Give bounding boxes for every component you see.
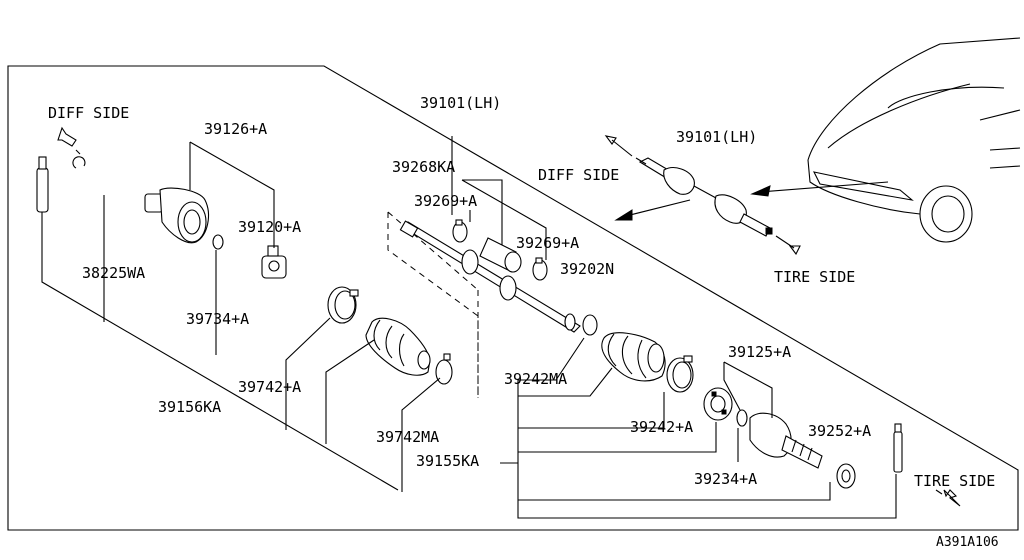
part-39252a-washer [836,463,856,489]
label-39234a: 39234+A [694,470,757,488]
part-right-pin [893,423,903,473]
label-39268ka: 39268KA [392,158,455,176]
label-inset-tire-side: TIRE SIDE [774,268,855,286]
arrow-tire-side-bottom [935,489,961,507]
part-circlip-small [72,156,86,169]
part-39202n-ring [582,314,598,336]
label-39252a: 39252+A [808,422,871,440]
part-39120a-spider [261,245,287,279]
part-39101-shaft [399,220,581,333]
label-39242ma: 39242MA [504,370,567,388]
label-39156ka: 39156KA [158,398,221,416]
part-39269a-band-1 [452,219,468,243]
label-inset-diff-side: DIFF SIDE [538,166,619,184]
label-inset-39101lh: 39101(LH) [676,128,757,146]
leader-lines [41,136,897,519]
label-39125a: 39125+A [728,343,791,361]
label-39742a: 39742+A [238,378,301,396]
label-39202n: 39202N [560,260,614,278]
label-39101lh: 39101(LH) [420,94,501,112]
label-39742ma: 39742MA [376,428,439,446]
part-cage [703,387,733,421]
inset-car [807,37,1021,243]
part-39242a-band [666,355,694,393]
part-outer-boot [601,332,666,382]
part-38225wa-rod [36,156,49,226]
part-39734a-circlip [212,234,224,250]
part-39269a-band-2 [532,257,548,281]
shaft-dashed-box [387,211,479,398]
label-39126a: 39126+A [204,120,267,138]
arrow-diff-side-left [57,126,81,155]
label-38225wa: 38225WA [82,264,145,282]
figure-code: A391A106 [936,535,999,550]
part-inner-boot [365,317,431,376]
part-39125a-joint [749,412,823,469]
label-39269a-2: 39269+A [516,234,579,252]
label-39155ka: 39155KA [416,452,479,470]
part-39126a-joint [144,187,209,244]
frame-outline [7,65,1019,531]
label-39734a: 39734+A [186,310,249,328]
inset-arrows [604,135,889,256]
label-39242a: 39242+A [630,418,693,436]
label-39120a: 39120+A [238,218,301,236]
part-39268ka-damper [479,237,522,273]
inset-shaft [638,157,773,237]
label-diff-side-left: DIFF SIDE [48,104,129,122]
label-39269a-1: 39269+A [414,192,477,210]
label-tire-side-bottom: TIRE SIDE [914,472,995,490]
part-39234a-ring [736,409,748,427]
part-39742a-band [327,286,359,324]
